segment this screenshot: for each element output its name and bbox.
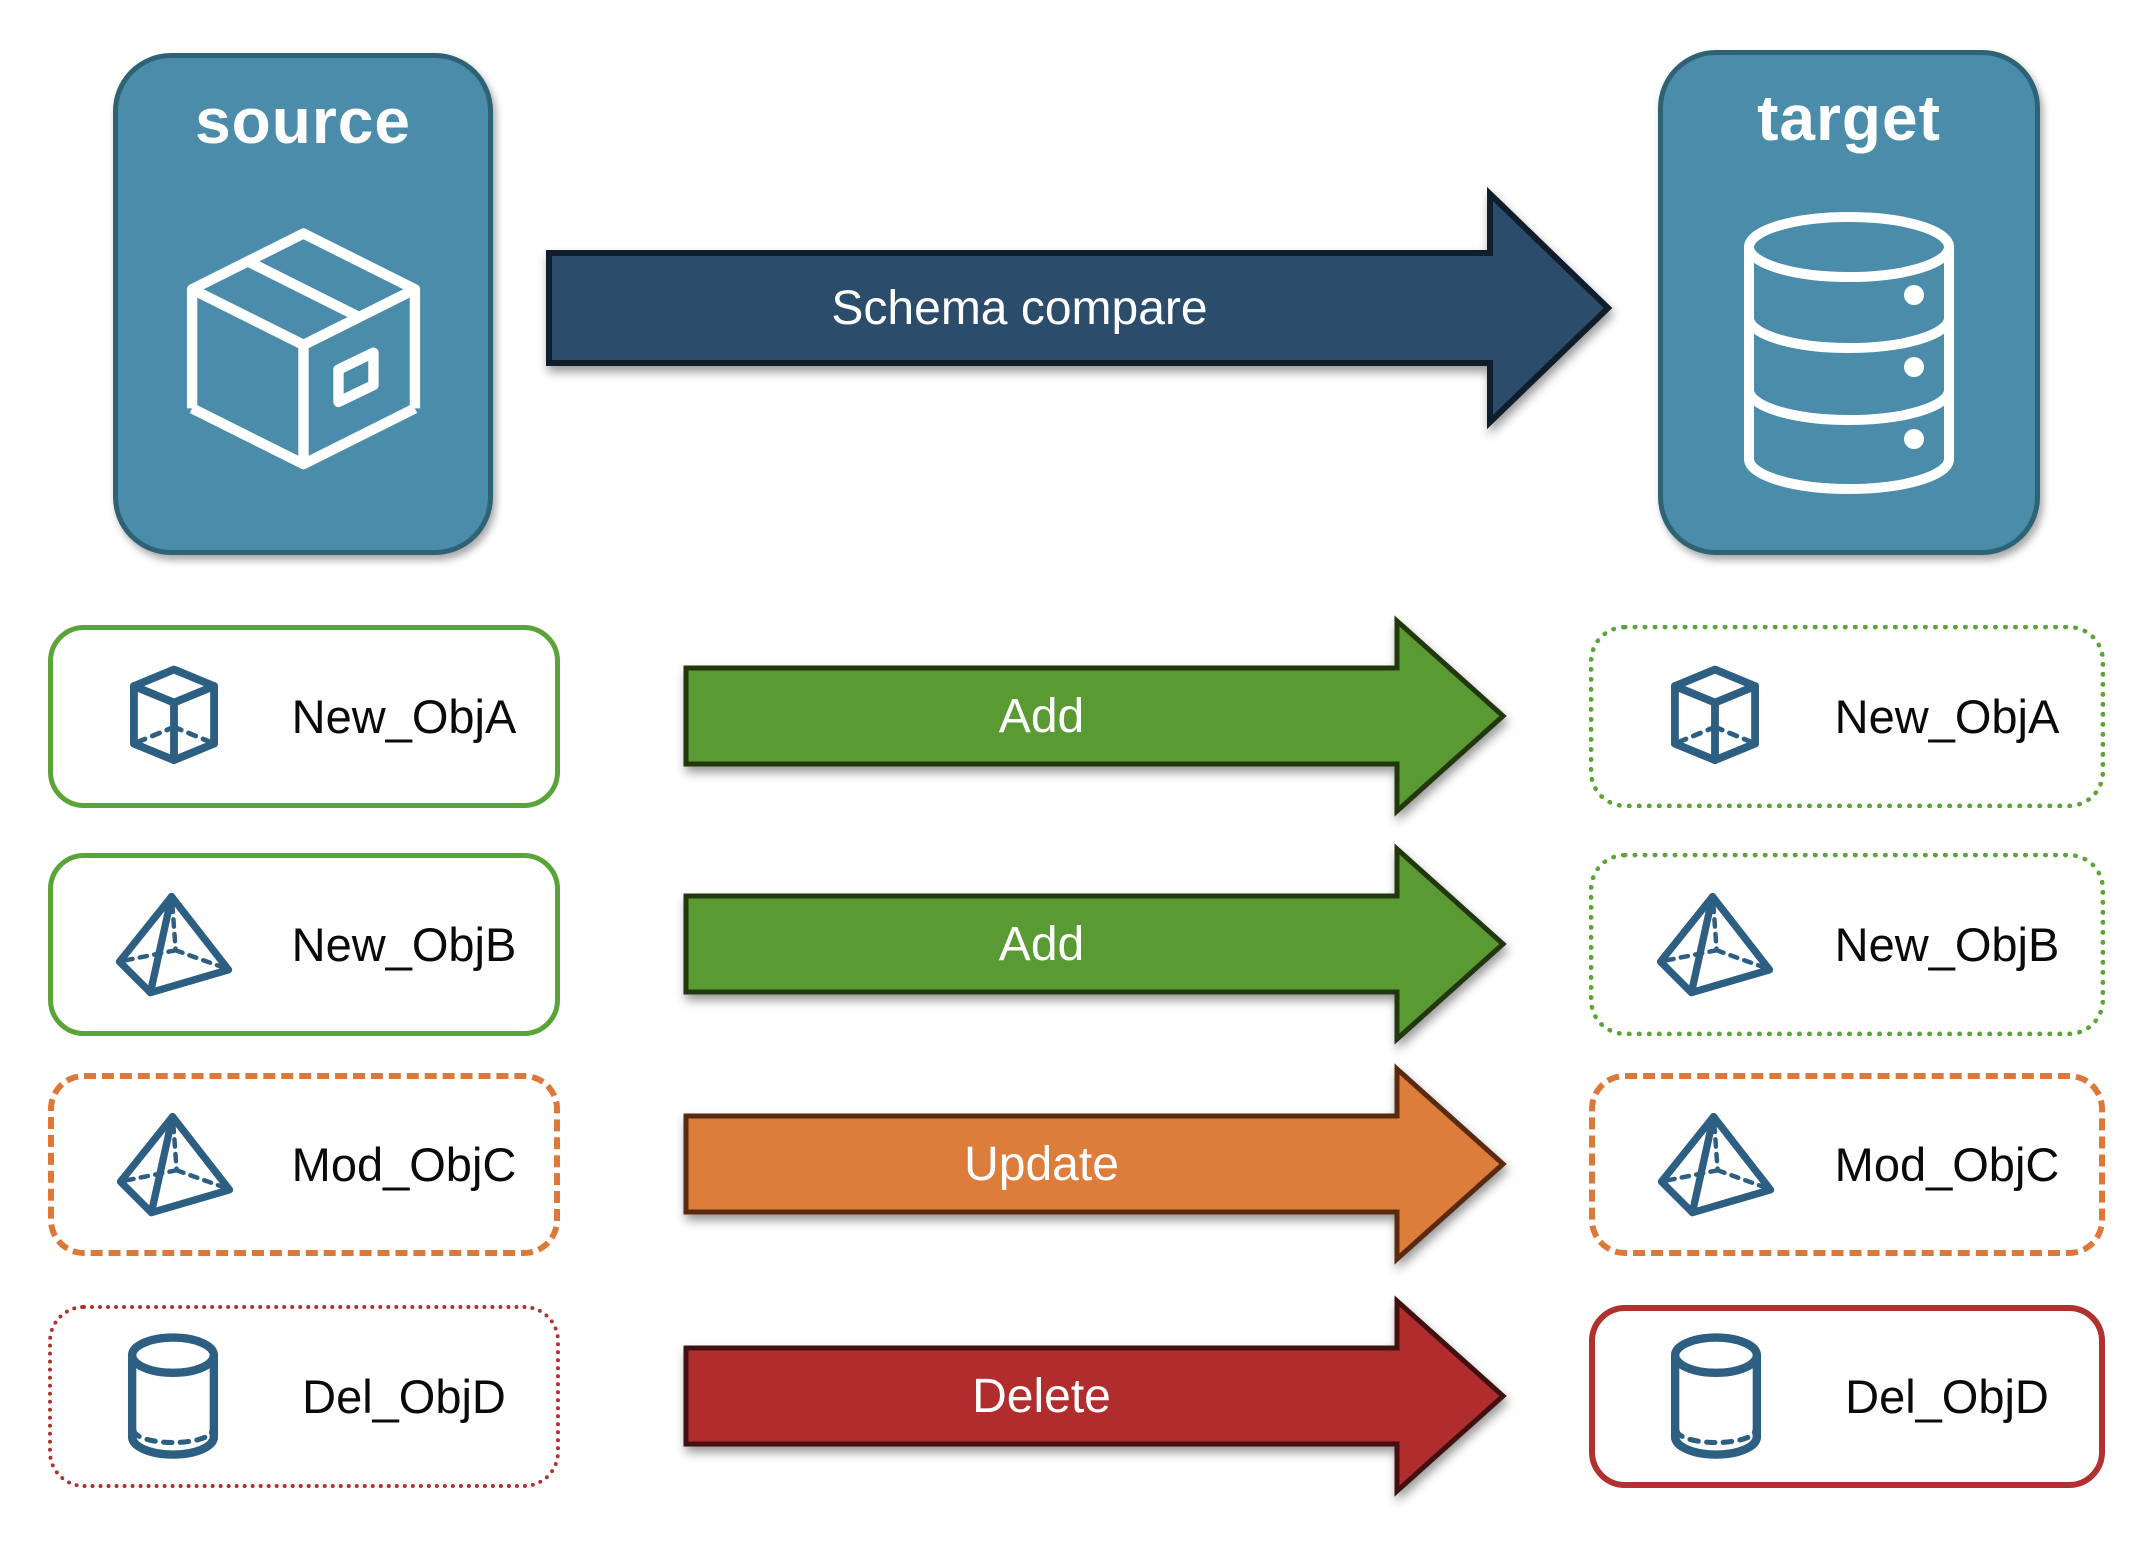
source-object-card: New_ObjA (48, 625, 560, 808)
object-label: Mod_ObjC (291, 1138, 517, 1191)
action-arrow: Add (683, 615, 1508, 817)
action-label: Update (964, 1137, 1119, 1191)
cube-icon (113, 652, 235, 782)
source-object-card: New_ObjB (48, 853, 560, 1036)
target-object-card: New_ObjA (1589, 625, 2105, 808)
schema-compare-label: Schema compare (831, 281, 1208, 335)
diff-row: Del_ObjD Delete Del_ObjD (0, 1295, 2150, 1497)
action-label: Add (998, 917, 1085, 971)
object-label: Del_ObjD (302, 1370, 506, 1423)
pyramid-icon (1654, 880, 1776, 1010)
object-label: New_ObjB (291, 918, 517, 971)
pyramid-icon (1655, 1100, 1777, 1230)
database-icon (1663, 155, 2035, 550)
object-label: New_ObjA (1834, 690, 2060, 743)
pyramid-icon (113, 880, 235, 1010)
action-label: Add (998, 689, 1085, 743)
target-title: target (1757, 82, 1941, 154)
target-object-card: Mod_ObjC (1589, 1073, 2105, 1256)
action-arrow: Update (683, 1063, 1508, 1265)
cube-icon (1654, 652, 1776, 782)
object-label: Del_ObjD (1845, 1370, 2049, 1423)
source-title: source (195, 85, 411, 157)
action-arrow: Add (683, 843, 1508, 1045)
action-label: Delete (972, 1369, 1111, 1423)
pyramid-icon (114, 1100, 236, 1230)
object-label: New_ObjB (1834, 918, 2060, 971)
diff-row: New_ObjA Add New_ObjA (0, 615, 2150, 817)
action-arrow: Delete (683, 1295, 1508, 1497)
object-label: Mod_ObjC (1834, 1138, 2060, 1191)
target-object-card: Del_ObjD (1589, 1305, 2105, 1488)
source-object-card: Mod_ObjC (48, 1073, 560, 1256)
source-object-card: Del_ObjD (48, 1305, 560, 1488)
target-object-card: New_ObjB (1589, 853, 2105, 1036)
cylinder-icon (112, 1332, 234, 1462)
object-label: New_ObjA (291, 690, 517, 743)
diff-row: New_ObjB Add New_ObjB (0, 843, 2150, 1045)
target-node: target (1658, 50, 2040, 555)
schema-compare-arrow: Schema compare (546, 186, 1613, 430)
cylinder-icon (1655, 1332, 1777, 1462)
source-node: source (113, 53, 493, 555)
package-icon (118, 158, 488, 550)
diff-row: Mod_ObjC Update Mod_ObjC (0, 1063, 2150, 1265)
